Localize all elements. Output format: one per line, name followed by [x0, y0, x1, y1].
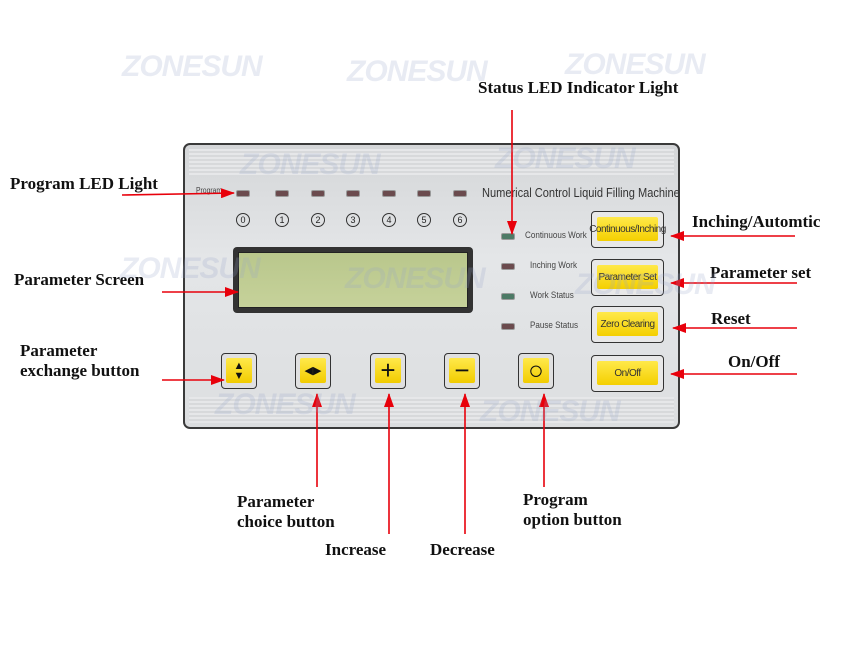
- label-choice-2: choice button: [237, 512, 335, 531]
- label-status-led: Status LED Indicator Light: [478, 78, 679, 97]
- program-led: [347, 191, 359, 196]
- button-label: Parameter Set: [597, 265, 658, 289]
- button-label: Continuous/Inching: [589, 217, 666, 241]
- label-program-led: Program LED Light: [10, 174, 158, 193]
- label-option-2: option button: [523, 510, 622, 529]
- label-parameter-set: Parameter set: [710, 263, 812, 282]
- program-led: [312, 191, 324, 196]
- label-increase: Increase: [325, 540, 387, 559]
- program-label: Program: [196, 186, 223, 195]
- program-number: 4: [382, 213, 396, 227]
- program-led: [276, 191, 288, 196]
- label-onoff: On/Off: [728, 352, 780, 371]
- circle-icon: ○: [523, 355, 549, 385]
- label-exchange-1: Parameter: [20, 341, 98, 360]
- label-option-1: Program: [523, 490, 588, 509]
- status-label: Work Status: [530, 290, 574, 301]
- status-led: [502, 264, 514, 269]
- panel-button-plus[interactable]: +: [370, 353, 406, 389]
- status-led: [502, 294, 514, 299]
- program-led: [418, 191, 430, 196]
- panel-button-on-off[interactable]: On/Off: [591, 355, 664, 392]
- label-reset: Reset: [711, 309, 751, 328]
- program-led: [237, 191, 249, 196]
- panel-button-circle[interactable]: ○: [518, 353, 554, 389]
- program-number: 2: [311, 213, 325, 227]
- status-led: [502, 234, 514, 239]
- panel-button-left-right-arrows[interactable]: ◀▶: [295, 353, 331, 389]
- panel-button-continuous-inching[interactable]: Continuous/Inching: [589, 211, 666, 248]
- program-number: 1: [275, 213, 289, 227]
- program-led: [454, 191, 466, 196]
- button-label: On/Off: [597, 361, 658, 385]
- status-label: Inching Work: [530, 260, 577, 271]
- status-label: Continuous Work: [525, 230, 587, 241]
- label-exchange-2: exchange button: [20, 361, 140, 380]
- up-down-arrows-icon: ▲▼: [226, 358, 252, 383]
- left-right-arrows-icon: ◀▶: [300, 358, 326, 383]
- program-number: 6: [453, 213, 467, 227]
- machine-title: Numerical Control Liquid Filling Machine: [482, 185, 680, 200]
- panel-button-parameter-set[interactable]: Parameter Set: [591, 259, 664, 296]
- parameter-screen: [233, 247, 473, 313]
- status-led: [502, 324, 514, 329]
- panel-button-minus[interactable]: −: [444, 353, 480, 389]
- program-number: 5: [417, 213, 431, 227]
- panel-stripes: [189, 397, 674, 423]
- program-number: 3: [346, 213, 360, 227]
- program-number: 0: [236, 213, 250, 227]
- plus-icon: +: [375, 355, 401, 385]
- arrow-program-led: [121, 188, 235, 199]
- label-decrease: Decrease: [430, 540, 495, 559]
- label-choice-1: Parameter: [237, 492, 315, 511]
- lcd-display: [238, 252, 468, 308]
- label-inching: Inching/Automtic: [692, 212, 821, 231]
- label-parameter-screen: Parameter Screen: [14, 270, 145, 289]
- panel-stripes: [189, 149, 674, 175]
- button-label: Zero Clearing: [597, 312, 658, 336]
- minus-icon: −: [449, 355, 475, 385]
- panel-button-zero-clearing[interactable]: Zero Clearing: [591, 306, 664, 343]
- program-led: [383, 191, 395, 196]
- panel-button-up-down-arrows[interactable]: ▲▼: [221, 353, 257, 389]
- status-label: Pause Status: [530, 320, 579, 331]
